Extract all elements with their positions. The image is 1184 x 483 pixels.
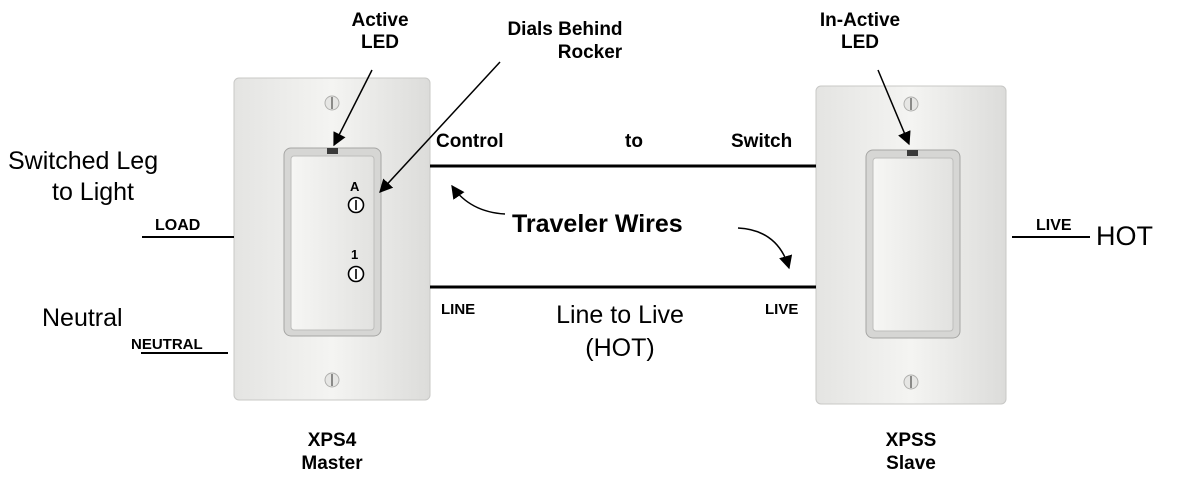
dials-label-line1: Dials Behind (507, 19, 623, 40)
master-top-screw (324, 95, 340, 111)
traveler-arrow-right (737, 227, 793, 270)
control-label: Control (436, 131, 504, 152)
slave-role: Slave (886, 453, 936, 474)
master-led (327, 148, 338, 154)
line-to-live-line1: Line to Live (556, 301, 684, 329)
master-rocker (290, 155, 375, 331)
line-terminal-label: LINE (441, 301, 476, 318)
dials-pointer (379, 61, 501, 193)
slave-led (907, 150, 918, 156)
dial-a-label: A (350, 179, 360, 194)
slave-rocker (872, 157, 954, 332)
inactive-led-label-line2: LED (841, 32, 879, 53)
live-terminal-label-middle: LIVE (765, 301, 799, 318)
switched-leg-line2: to Light (52, 178, 135, 206)
active-led-label-line2: LED (361, 32, 399, 53)
master-switch (233, 77, 431, 401)
slave-bottom-screw (903, 374, 919, 390)
dials-label: Dials Behind Rocker (470, 18, 660, 64)
switched-leg-line1: Switched Leg (8, 147, 159, 175)
slave-switch (815, 85, 1007, 405)
load-terminal-label: LOAD (155, 217, 201, 234)
inactive-led-pointer (877, 69, 911, 146)
master-bottom-screw (324, 372, 340, 388)
active-led-label-line1: Active (351, 10, 409, 31)
dial-a-icon (347, 196, 365, 214)
slave-top-screw (903, 96, 919, 112)
dials-label-line2: Rocker (557, 42, 623, 63)
master-model: XPS4 (307, 430, 357, 451)
slave-model: XPSS (885, 430, 937, 451)
live-terminal-label-right: LIVE (1036, 217, 1072, 234)
slave-model-label: XPSS Slave (861, 429, 961, 475)
neutral-label: Neutral (42, 304, 123, 332)
neutral-terminal-label: NEUTRAL (131, 336, 203, 353)
traveler-wires-label: Traveler Wires (512, 210, 683, 238)
master-role: Master (301, 453, 363, 474)
traveler-arrow-left (451, 184, 506, 215)
dial-1-label: 1 (351, 247, 359, 262)
master-model-label: XPS4 Master (282, 429, 382, 475)
switched-leg-label: Switched Leg to Light (8, 146, 158, 208)
active-led-label: Active LED (330, 10, 430, 54)
to-label: to (625, 131, 643, 152)
inactive-led-label: In-Active LED (800, 10, 920, 54)
switch-label: Switch (731, 131, 793, 152)
inactive-led-label-line1: In-Active (819, 10, 901, 31)
dial-1-icon (347, 265, 365, 283)
line-to-live-label: Line to Live (HOT) (520, 299, 720, 365)
hot-label: HOT (1096, 221, 1153, 251)
line-to-live-line2: (HOT) (585, 334, 655, 362)
active-led-pointer (333, 69, 373, 147)
